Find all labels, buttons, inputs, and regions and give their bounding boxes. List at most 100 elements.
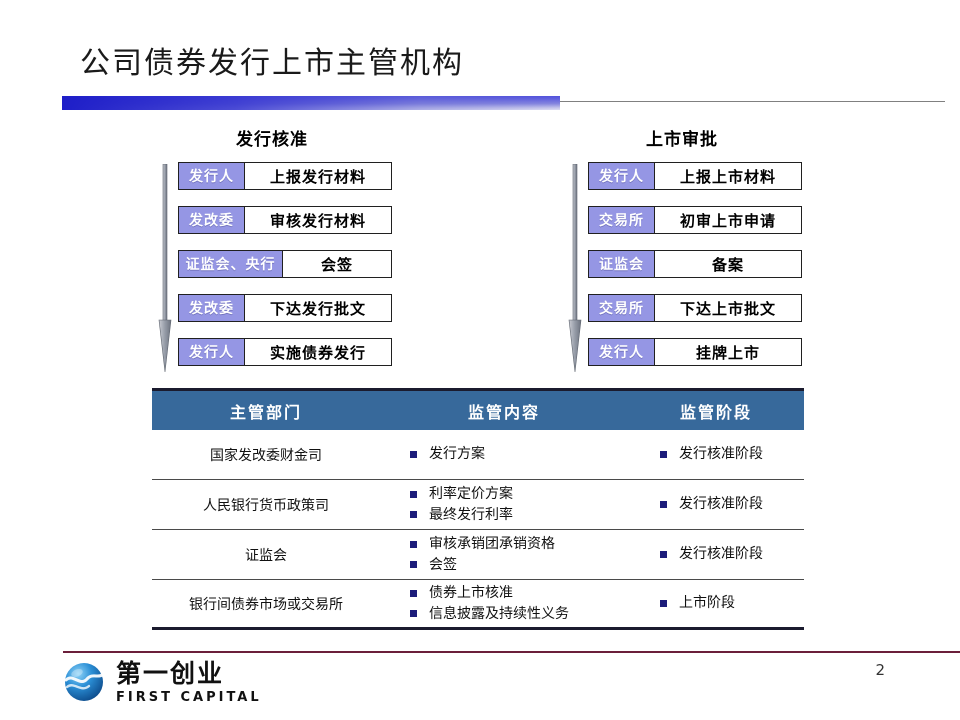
bullet-text: 发行方案 bbox=[429, 446, 485, 463]
flow-row: 交易所 下达上市批文 bbox=[588, 294, 802, 322]
cell-scope: 债券上市核准 信息披露及持续性义务 bbox=[380, 583, 628, 624]
globe-icon bbox=[64, 663, 104, 701]
flow-actor: 发行人 bbox=[589, 339, 655, 365]
logo-name-en: FIRST CAPITAL bbox=[116, 689, 262, 705]
logo-name-cn: 第一创业 bbox=[116, 658, 225, 688]
bullet-text: 发行核准阶段 bbox=[679, 496, 763, 513]
flow-action: 实施债券发行 bbox=[269, 343, 366, 362]
square-bullet-icon bbox=[410, 450, 417, 458]
table-header-row: 主管部门 监管内容 监管阶段 bbox=[152, 388, 804, 430]
flow-row: 发改委 审核发行材料 bbox=[178, 206, 392, 234]
flow-action: 下达发行批文 bbox=[269, 299, 366, 318]
bullet-text: 利率定价方案 bbox=[429, 486, 513, 503]
flow-row: 发行人 上报发行材料 bbox=[178, 162, 392, 190]
flow-action: 备案 bbox=[711, 255, 744, 274]
flow-row: 发行人 实施债券发行 bbox=[178, 338, 392, 366]
bullet-text: 债券上市核准 bbox=[429, 585, 513, 602]
cell-stage: 上市阶段 bbox=[628, 593, 804, 613]
bullet-item: 债券上市核准 bbox=[410, 583, 628, 603]
page-number: 2 bbox=[875, 661, 885, 679]
square-bullet-icon bbox=[410, 610, 417, 618]
cell-scope: 利率定价方案 最终发行利率 bbox=[380, 484, 628, 525]
flowchart-listing-approval: 上市审批 发行人 上报上市材料 交易所 初审上市申请 证监会 备案 bbox=[562, 125, 802, 372]
flow-actor: 证监会、央行 bbox=[179, 251, 283, 277]
flow-actor: 发行人 bbox=[589, 163, 655, 189]
flow-actor: 发改委 bbox=[179, 207, 245, 233]
square-bullet-icon bbox=[410, 561, 417, 569]
cell-department: 国家发改委财金司 bbox=[210, 447, 322, 464]
bullet-item: 上市阶段 bbox=[660, 593, 804, 613]
flowchart-issuance-approval: 发行核准 发行人 上报发行材料 发改委 审核发行材料 证监会、央行 会签 bbox=[152, 125, 392, 372]
square-bullet-icon bbox=[410, 490, 417, 498]
flow-row: 交易所 初审上市申请 bbox=[588, 206, 802, 234]
flow-action: 审核发行材料 bbox=[269, 211, 366, 230]
footer-divider bbox=[63, 651, 960, 653]
regulators-table: 主管部门 监管内容 监管阶段 国家发改委财金司 发行方案 发行核准阶段 人民银行… bbox=[152, 388, 804, 630]
bullet-item: 最终发行利率 bbox=[410, 505, 628, 525]
square-bullet-icon bbox=[410, 589, 417, 597]
column-header-department: 主管部门 bbox=[229, 402, 302, 422]
bullet-item: 发行核准阶段 bbox=[660, 444, 804, 464]
square-bullet-icon bbox=[660, 500, 667, 508]
square-bullet-icon bbox=[660, 550, 667, 558]
cell-stage: 发行核准阶段 bbox=[628, 444, 804, 464]
bullet-text: 最终发行利率 bbox=[429, 506, 513, 523]
flowchart-rows: 发行人 上报上市材料 交易所 初审上市申请 证监会 备案 交易所 下达上市批文 … bbox=[562, 162, 802, 372]
company-logo: 第一创业 FIRST CAPITAL bbox=[62, 660, 262, 704]
bullet-item: 审核承销团承销资格 bbox=[410, 534, 628, 554]
cell-department: 人民银行货币政策司 bbox=[203, 497, 329, 514]
table-row: 人民银行货币政策司 利率定价方案 最终发行利率 发行核准阶段 bbox=[152, 480, 804, 530]
flow-actor: 交易所 bbox=[589, 207, 655, 233]
flow-action: 上报上市材料 bbox=[679, 167, 776, 186]
cell-stage: 发行核准阶段 bbox=[628, 494, 804, 514]
bullet-item: 发行核准阶段 bbox=[660, 494, 804, 514]
down-arrow-icon bbox=[568, 164, 582, 372]
flowchart-heading: 上市审批 bbox=[646, 130, 718, 150]
flow-actor: 交易所 bbox=[589, 295, 655, 321]
down-arrow-icon bbox=[158, 164, 172, 372]
flow-action: 会签 bbox=[320, 255, 353, 274]
bullet-text: 信息披露及持续性义务 bbox=[429, 605, 569, 622]
table-row: 国家发改委财金司 发行方案 发行核准阶段 bbox=[152, 430, 804, 480]
bullet-text: 审核承销团承销资格 bbox=[429, 536, 555, 553]
flow-actor: 发行人 bbox=[179, 339, 245, 365]
bullet-text: 会签 bbox=[429, 556, 457, 573]
cell-department: 证监会 bbox=[245, 547, 287, 564]
flow-row: 发行人 上报上市材料 bbox=[588, 162, 802, 190]
bullet-item: 发行方案 bbox=[410, 444, 628, 464]
flow-action: 下达上市批文 bbox=[679, 299, 776, 318]
flow-action: 上报发行材料 bbox=[269, 167, 366, 186]
square-bullet-icon bbox=[660, 599, 667, 607]
square-bullet-icon bbox=[660, 450, 667, 458]
table-row: 证监会 审核承销团承销资格 会签 发行核准阶段 bbox=[152, 530, 804, 580]
bullet-item: 发行核准阶段 bbox=[660, 544, 804, 564]
bullet-item: 信息披露及持续性义务 bbox=[410, 604, 628, 624]
title-gradient-bar bbox=[62, 96, 560, 110]
page-title: 公司债券发行上市主管机构 bbox=[80, 46, 464, 81]
bullet-text: 发行核准阶段 bbox=[679, 546, 763, 563]
table-row: 银行间债券市场或交易所 债券上市核准 信息披露及持续性义务 上市阶段 bbox=[152, 580, 804, 630]
flow-actor: 证监会 bbox=[589, 251, 655, 277]
flow-row: 证监会、央行 会签 bbox=[178, 250, 392, 278]
cell-scope: 发行方案 bbox=[380, 444, 628, 464]
square-bullet-icon bbox=[410, 540, 417, 548]
flow-row: 发改委 下达发行批文 bbox=[178, 294, 392, 322]
flow-actor: 发行人 bbox=[179, 163, 245, 189]
flow-action: 初审上市申请 bbox=[679, 211, 776, 230]
logo-text-block: 第一创业 FIRST CAPITAL bbox=[116, 661, 262, 704]
column-header-stage: 监管阶段 bbox=[679, 402, 752, 422]
flowchart-heading: 发行核准 bbox=[236, 130, 308, 150]
bullet-item: 利率定价方案 bbox=[410, 484, 628, 504]
cell-scope: 审核承销团承销资格 会签 bbox=[380, 534, 628, 575]
flow-row: 发行人 挂牌上市 bbox=[588, 338, 802, 366]
cell-stage: 发行核准阶段 bbox=[628, 544, 804, 564]
cell-department: 银行间债券市场或交易所 bbox=[189, 596, 343, 613]
bullet-text: 发行核准阶段 bbox=[679, 446, 763, 463]
flow-row: 证监会 备案 bbox=[588, 250, 802, 278]
square-bullet-icon bbox=[410, 511, 417, 519]
flow-actor: 发改委 bbox=[179, 295, 245, 321]
bullet-text: 上市阶段 bbox=[679, 595, 735, 612]
flow-action: 挂牌上市 bbox=[695, 343, 760, 362]
column-header-scope: 监管内容 bbox=[467, 402, 540, 422]
bullet-item: 会签 bbox=[410, 555, 628, 575]
